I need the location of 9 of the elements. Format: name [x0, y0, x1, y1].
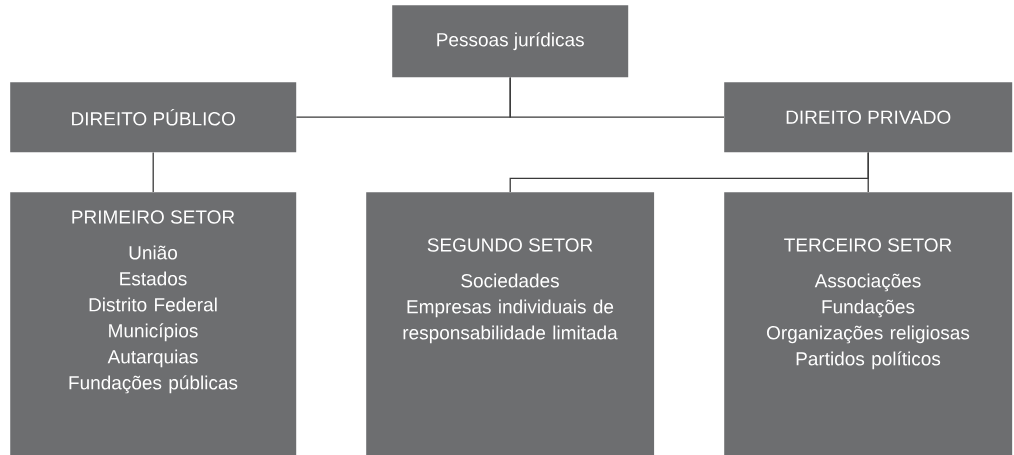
heading-box: Pessoas jurídicas	[392, 5, 629, 78]
category-box: PRIMEIRO SETOR União Estados Distrito Federal Municípios Autarquias Fundações públicas	[10, 192, 297, 455]
heading-box: DIREITO PRIVADO	[724, 82, 1013, 153]
category-box: TERCEIRO SETOR Associações Fundações Organizações religiosas Partidos políticos	[724, 192, 1013, 455]
connector-line	[867, 151, 869, 193]
heading-box: DIREITO PÚBLICO	[10, 82, 297, 153]
connector-line	[509, 76, 725, 118]
category-box: SEGUNDO SETOR Sociedades Empresas individuais de responsabilidade limitada	[366, 192, 655, 455]
connector-line	[152, 151, 154, 193]
